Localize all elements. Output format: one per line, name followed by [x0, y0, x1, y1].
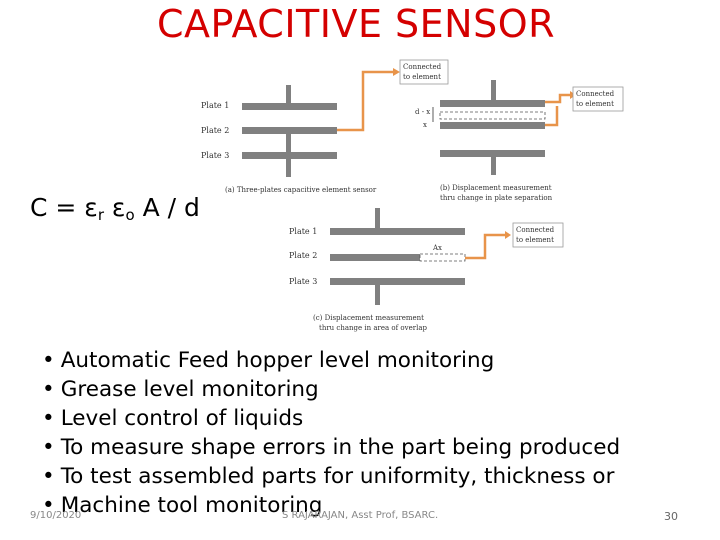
- c-plate3-stem: [375, 285, 380, 305]
- c-plate2-label: Plate 2: [289, 251, 317, 260]
- formula-rest: A / d: [134, 193, 200, 222]
- c-plate1-stem: [375, 208, 380, 228]
- plate1-stem-b: [491, 80, 496, 100]
- wire-c: [465, 233, 505, 260]
- c-plate2: [330, 254, 420, 261]
- connected-box-top: [399, 59, 449, 85]
- plate3-b: [440, 150, 545, 157]
- formula-eps: ε: [103, 193, 126, 222]
- plate1-label: Plate 1: [201, 101, 229, 110]
- bullet-item: •Automatic Feed hopper level monitoring: [42, 346, 712, 375]
- bullet-mark: •: [42, 348, 55, 373]
- connected-top-2: to element: [403, 73, 441, 81]
- plate3-label: Plate 3: [201, 151, 229, 160]
- capacitance-formula: C = εr εo A / d: [30, 192, 210, 231]
- bullet-text: To test assembled parts for uniformity, …: [60, 464, 615, 489]
- connected-box-right: [572, 86, 624, 112]
- connected-top-1: Connected: [403, 63, 442, 71]
- connected-c-2: to element: [516, 236, 554, 244]
- plate3-stem-b: [491, 157, 496, 175]
- bullet-mark: •: [42, 435, 55, 460]
- connected-box-c: [512, 222, 564, 248]
- bullet-item: •Grease level monitoring: [42, 375, 712, 404]
- bullet-item: •Level control of liquids: [42, 404, 712, 433]
- connected-right-1: Connected: [576, 90, 615, 98]
- bullet-item: •To test assembled parts for uniformity,…: [42, 462, 712, 491]
- slide-title: CAPACITIVE SENSOR: [156, 2, 556, 46]
- bullet-mark: •: [42, 464, 55, 489]
- caption-c-2: thru change in area of overlap: [319, 324, 427, 332]
- c-plate2-dashed: [419, 253, 466, 262]
- capacitive-sensor-figure: Plate 1 Plate 2 Plate 3 Connected to ele…: [195, 50, 635, 340]
- plate2-b: [440, 122, 545, 129]
- footer-date: 9/10/2020: [30, 510, 82, 521]
- wire-a: [337, 70, 393, 132]
- plate2-stem-a: [286, 134, 291, 152]
- d-minus-x-label: d - x: [415, 108, 430, 116]
- bullet-item: •To measure shape errors in the part bei…: [42, 433, 712, 462]
- bullet-text: Automatic Feed hopper level monitoring: [60, 348, 495, 373]
- x-label: x: [423, 121, 427, 129]
- plate1-a: [242, 103, 337, 110]
- bullet-text: To measure shape errors in the part bein…: [60, 435, 621, 460]
- wire-b: [545, 106, 559, 127]
- plate1-stem-a: [286, 85, 291, 103]
- caption-c-1: (c) Displacement measurement: [313, 314, 424, 322]
- bullet-mark: •: [42, 377, 55, 402]
- c-plate1: [330, 228, 465, 235]
- bullet-text: Grease level monitoring: [60, 377, 319, 402]
- connected-c-1: Connected: [516, 226, 555, 234]
- c-plate3: [330, 278, 465, 285]
- plate3-a: [242, 152, 337, 159]
- bullet-mark: •: [42, 493, 55, 518]
- formula-sub-r: r: [97, 206, 104, 224]
- c-plate3-label: Plate 3: [289, 277, 317, 286]
- connected-right-2: to element: [576, 100, 614, 108]
- footer-author: S RAJARAJAN, Asst Prof, BSARC.: [282, 510, 439, 521]
- plate2-b-dashed: [439, 111, 546, 120]
- ax-label: Ax: [432, 244, 442, 252]
- bullet-mark: •: [42, 406, 55, 431]
- caption-b-1: (b) Displacement measurement: [440, 184, 552, 192]
- wire-a-arrow: [393, 68, 400, 76]
- bullet-item: •Machine tool monitoring: [42, 491, 712, 520]
- formula-sub-o: o: [125, 206, 135, 224]
- bullet-text: Machine tool monitoring: [60, 493, 323, 518]
- wire-c-arrow: [505, 231, 511, 239]
- c-plate1-label: Plate 1: [289, 227, 317, 236]
- applications-list: •Automatic Feed hopper level monitoring …: [42, 346, 712, 520]
- plate1-b: [440, 100, 545, 107]
- plate2-a: [242, 127, 337, 134]
- plate3-stem-a: [286, 159, 291, 177]
- sensor-diagram: Plate 1 Plate 2 Plate 3 Connected to ele…: [201, 59, 624, 332]
- page-number: 30: [664, 510, 678, 523]
- caption-a: (a) Three-plates capacitive element sens…: [225, 186, 377, 194]
- formula-c: C = ε: [30, 193, 98, 222]
- caption-b-2: thru change in plate separation: [440, 194, 553, 202]
- plate2-label: Plate 2: [201, 126, 229, 135]
- wire-b-top: [545, 93, 570, 104]
- bullet-text: Level control of liquids: [60, 406, 304, 431]
